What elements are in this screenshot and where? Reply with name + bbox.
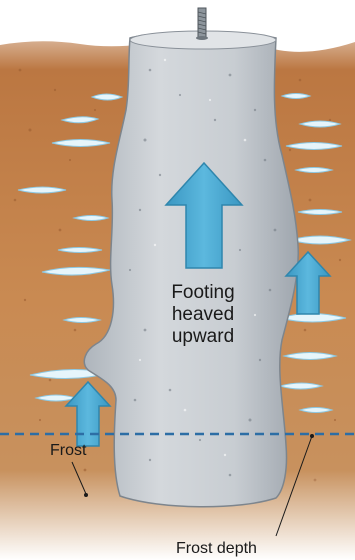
main-label-line2: heaved (172, 304, 234, 325)
main-label-line1: Footing (171, 282, 234, 303)
anchor-bolt (196, 8, 208, 40)
main-label-line3: upward (172, 326, 234, 347)
frost-leader-dot (84, 493, 88, 497)
frost-label: Frost (50, 442, 87, 459)
frost-depth-leader-dot (310, 434, 314, 438)
frost-depth-label: Frost depth (176, 540, 257, 557)
